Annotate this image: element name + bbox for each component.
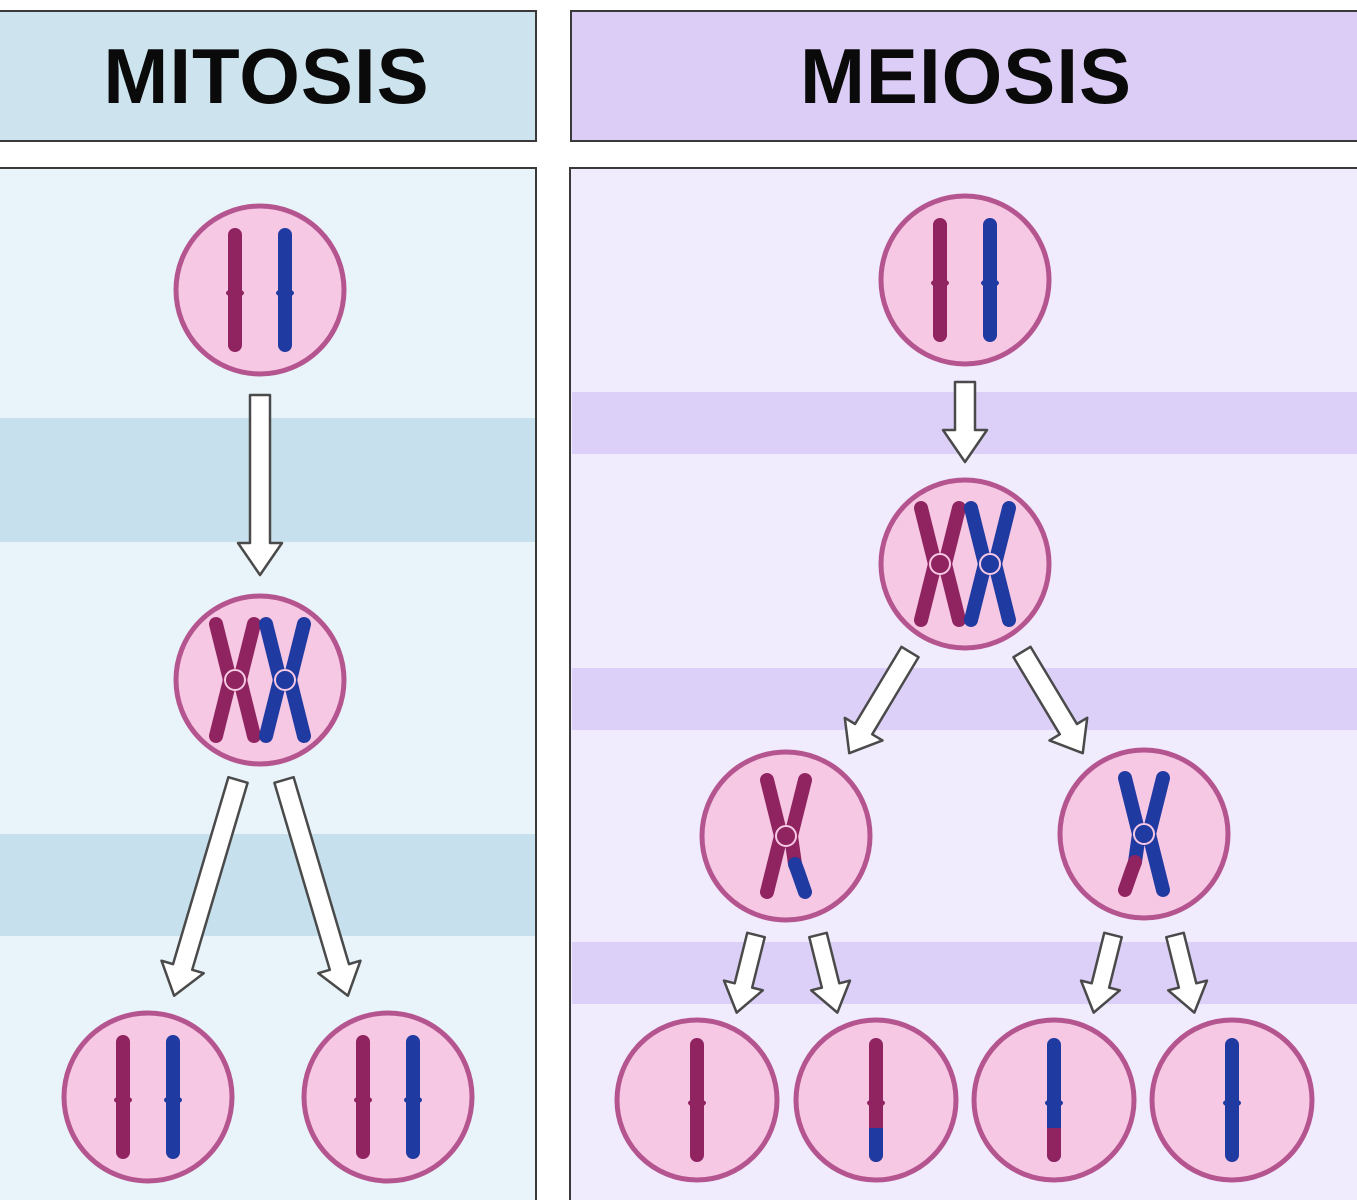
meiosis-band-3 xyxy=(572,942,1357,1004)
meiosis-header: MEIOSIS xyxy=(570,10,1357,142)
mitosis-parent-cell xyxy=(176,206,344,374)
mitosis-header: MITOSIS xyxy=(0,10,537,142)
mitosis-arrow-right xyxy=(273,775,362,997)
meiosis-arrow-down xyxy=(941,380,989,464)
meiosis-title: MEIOSIS xyxy=(799,31,1133,120)
meiosis-arrow-lr xyxy=(808,931,852,1014)
mitosis-daughter-cell-2 xyxy=(304,1013,472,1181)
mitosis-daughter-cell-1 xyxy=(64,1013,232,1181)
meiosis-band-2 xyxy=(572,668,1357,730)
meiosis-gamete-3 xyxy=(971,1017,1137,1183)
meiosis-i-cell-2 xyxy=(1060,750,1228,918)
chromosome-paternal xyxy=(276,228,294,352)
meiosis-arrow-rr xyxy=(1165,931,1209,1014)
meiosis-arrow-right xyxy=(1012,645,1089,755)
mitosis-replicated-cell xyxy=(176,596,344,764)
mitosis-arrow-left xyxy=(160,775,249,997)
meiosis-panel xyxy=(569,167,1357,1200)
mitosis-title: MITOSIS xyxy=(103,31,430,120)
mitosis-band-2 xyxy=(0,834,535,936)
meiosis-replicated-cell xyxy=(881,480,1049,648)
mitosis-panel xyxy=(0,167,537,1200)
mitosis-arrow-down xyxy=(236,393,284,577)
meiosis-arrow-ll xyxy=(722,931,766,1014)
meiosis-gamete-2 xyxy=(793,1017,959,1183)
meiosis-arrow-rl xyxy=(1079,931,1123,1014)
meiosis-parent-cell xyxy=(881,196,1049,364)
meiosis-arrow-left xyxy=(843,645,920,755)
meiosis-gamete-1 xyxy=(614,1017,780,1183)
chromosome-maternal xyxy=(226,228,244,352)
meiosis-gamete-4 xyxy=(1149,1017,1315,1183)
meiosis-i-cell-1 xyxy=(702,752,870,920)
